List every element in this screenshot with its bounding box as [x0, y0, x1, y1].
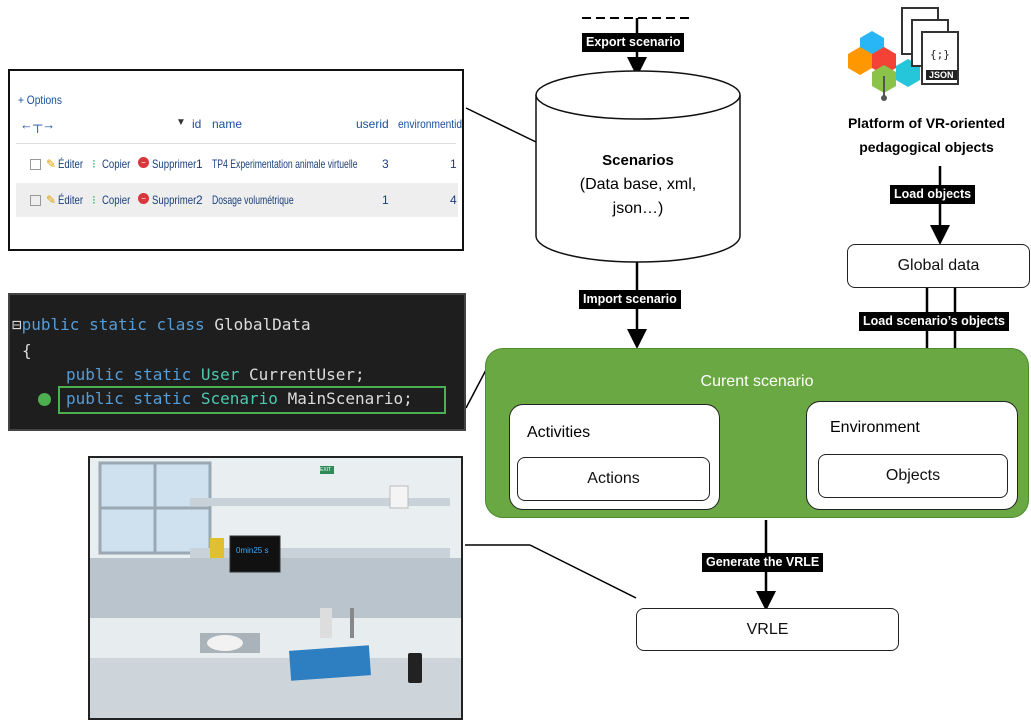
actions-box: Actions — [517, 457, 710, 501]
cell-id: 1 — [196, 157, 203, 171]
timer-display: 0min25 s — [236, 546, 269, 555]
database-cylinder — [535, 70, 741, 263]
activities-label: Activities — [527, 424, 591, 441]
code-class-name: GlobalData — [214, 315, 311, 334]
virtual-lab-screenshot: 0min25 s EXIT — [88, 456, 463, 720]
delete-link[interactable]: Supprimer — [152, 193, 197, 207]
cell-environmentid: 4 — [450, 193, 457, 207]
code-highlight-box — [58, 386, 446, 414]
options-link[interactable]: + Options — [18, 93, 62, 107]
copy-icon[interactable]: ⁝ — [92, 157, 96, 171]
edit-link[interactable]: Éditer — [58, 157, 84, 171]
code-snippet-panel: ⊟public static class GlobalData { public… — [8, 293, 466, 431]
import-scenario-label: Import scenario — [579, 290, 681, 309]
cell-name: TP4 Experimentation animale virtuelle — [212, 157, 358, 171]
database-title: Scenarios — [602, 152, 674, 169]
vrle-box: VRLE — [636, 608, 899, 651]
code-type: User — [200, 365, 240, 384]
environment-label: Environment — [830, 419, 920, 436]
vr-platform-icon: {;} — [848, 7, 959, 101]
column-header-environmentid[interactable]: environmentid — [398, 117, 463, 131]
exit-sign: EXIT — [320, 467, 332, 473]
cell-userid: 3 — [382, 157, 389, 171]
code-type: Scenario — [200, 389, 278, 408]
svg-text:{;}: {;} — [930, 48, 950, 61]
table-row[interactable]: ✎ Éditer ⁝ Copier − Supprimer 1 TP4 Expe… — [16, 147, 458, 181]
current-scenario-title: Curent scenario — [700, 373, 814, 390]
platform-title-2: pedagogical objects — [859, 139, 994, 155]
table-header: ←┬→ ▼ id name userid environmentid — [16, 111, 462, 141]
delete-icon[interactable]: − — [138, 157, 149, 168]
delete-icon[interactable]: − — [138, 193, 149, 204]
cell-name: Dosage volumétrique — [212, 193, 294, 207]
global-data-box: Global data — [847, 244, 1030, 288]
database-subtitle-1: (Data base, xml, — [579, 176, 697, 193]
cell-environmentid: 1 — [450, 157, 457, 171]
edit-icon[interactable]: ✎ — [46, 193, 57, 207]
code-keywords: public static — [66, 389, 192, 408]
code-keywords: public static — [66, 365, 192, 384]
column-header-name[interactable]: name — [212, 117, 243, 131]
load-objects-label: Load objects — [890, 185, 976, 204]
export-scenario-label: Export scenario — [582, 33, 685, 52]
copy-link[interactable]: Copier — [102, 157, 131, 171]
row-checkbox[interactable] — [30, 195, 41, 206]
database-subtitle-2: json…) — [612, 200, 664, 217]
objects-box: Objects — [818, 454, 1008, 498]
cell-userid: 1 — [382, 193, 389, 207]
column-header-userid[interactable]: userid — [356, 117, 389, 131]
copy-icon[interactable]: ⁝ — [92, 193, 96, 207]
json-file-label: JSON — [926, 70, 957, 80]
copy-link[interactable]: Copier — [102, 193, 131, 207]
column-nav-arrows-icon[interactable]: ←┬→ — [20, 117, 56, 132]
edit-link[interactable]: Éditer — [58, 193, 84, 207]
sort-down-icon[interactable]: ▼ — [176, 117, 186, 128]
platform-title-1: Platform of VR-oriented — [847, 115, 1006, 131]
code-field-name: MainScenario; — [287, 389, 413, 408]
edit-icon[interactable]: ✎ — [46, 157, 57, 171]
lab-scene-illustration — [90, 458, 461, 718]
row-checkbox[interactable] — [30, 159, 41, 170]
column-header-id[interactable]: id — [192, 117, 202, 131]
delete-link[interactable]: Supprimer — [152, 157, 197, 171]
generate-vrle-label: Generate the VRLE — [702, 553, 824, 572]
load-scenario-objects-label: Load scenario’s objects — [859, 312, 1009, 331]
database-table-panel: + Options ←┬→ ▼ id name userid environme… — [8, 69, 464, 251]
breakpoint-icon[interactable] — [38, 393, 51, 406]
table-row[interactable]: ✎ Éditer ⁝ Copier − Supprimer 2 Dosage v… — [16, 183, 458, 217]
code-field-name: CurrentUser; — [249, 365, 365, 384]
code-brace: { — [22, 341, 32, 360]
code-keywords: public static class — [21, 315, 205, 334]
cell-id: 2 — [196, 193, 203, 207]
